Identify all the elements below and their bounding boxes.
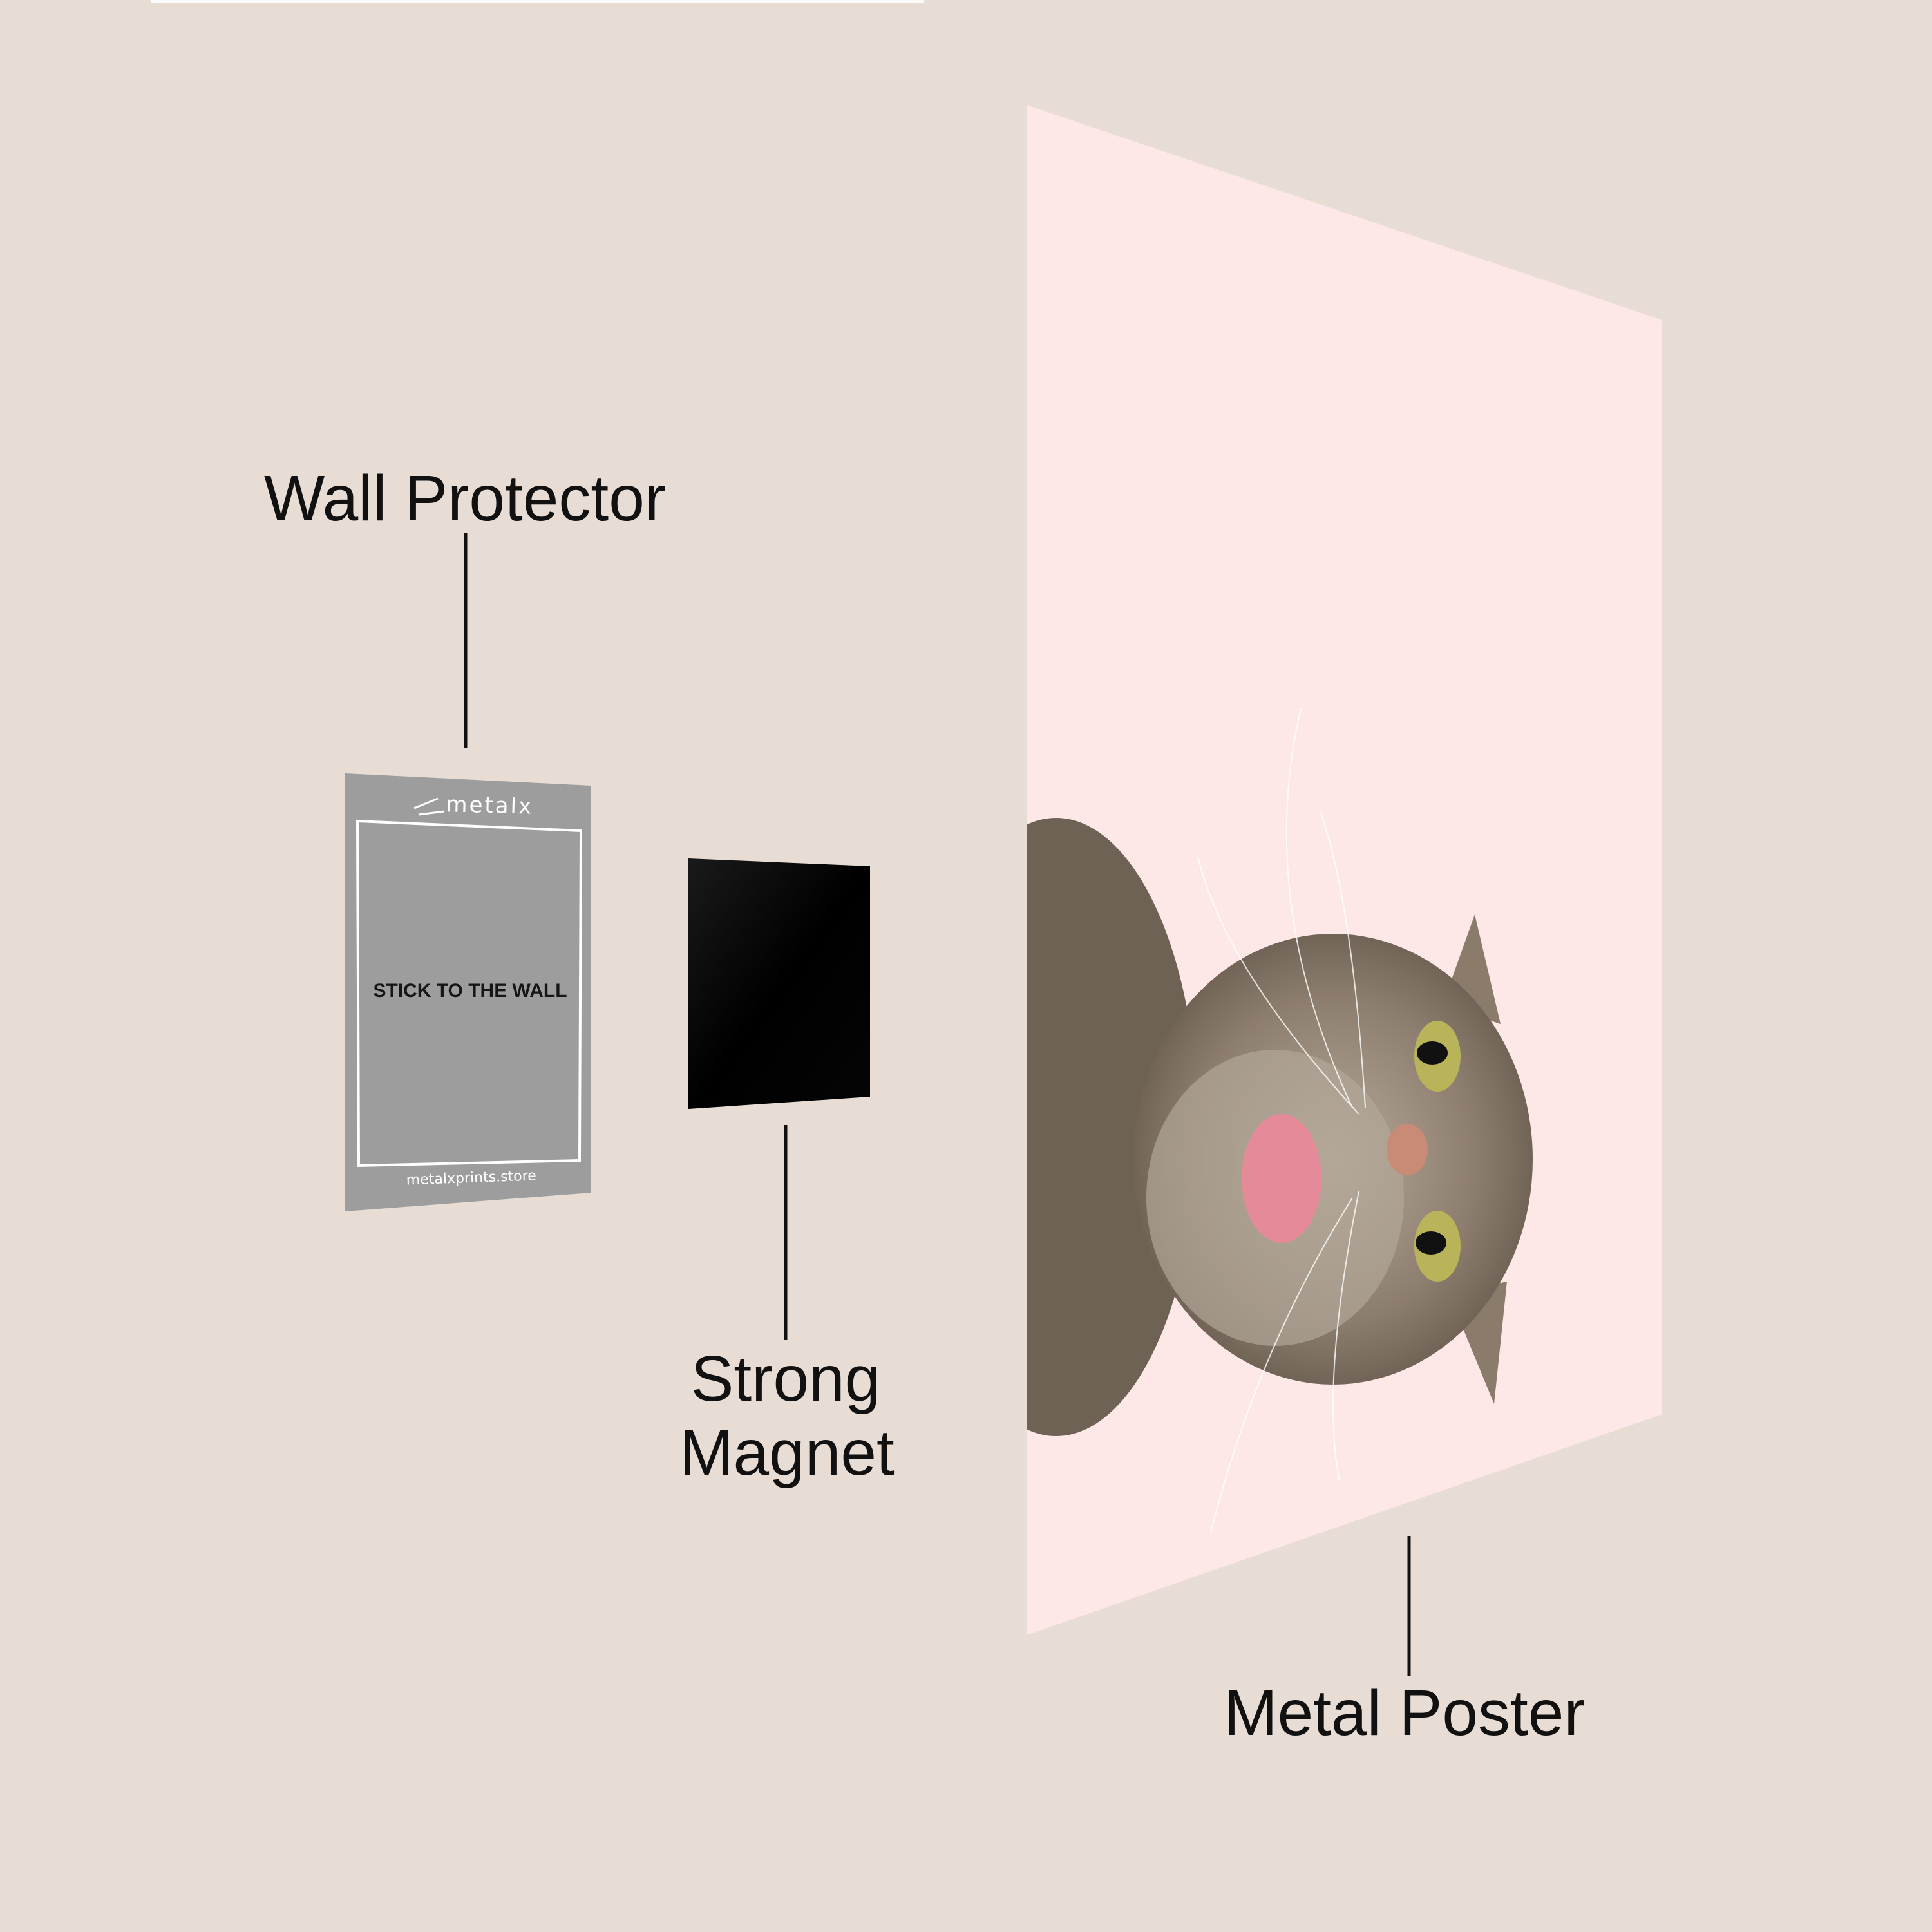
metal-poster-label: Metal Poster [1224,1677,1585,1749]
wall-protector-brand: metalx [446,791,534,820]
wall-protector-label: Wall Protector [264,462,666,535]
wall-protector-instruction: STICK TO THE WALL [373,980,567,1001]
strong-magnet [688,858,870,1109]
cat-eye-icon [1414,1211,1461,1282]
wall-protector-card: metalx STICK TO THE WALL metalxprints.st… [345,773,591,1211]
strong-magnet-label-line2: Magnet [679,1417,895,1489]
cat-illustration [1027,708,1533,1533]
metalx-logo-icon [413,797,445,816]
metal-poster [1027,105,1662,1635]
cat-eye-icon [1414,1021,1461,1092]
strong-magnet-label-line1: Strong [691,1343,881,1415]
top-strip [151,0,924,3]
